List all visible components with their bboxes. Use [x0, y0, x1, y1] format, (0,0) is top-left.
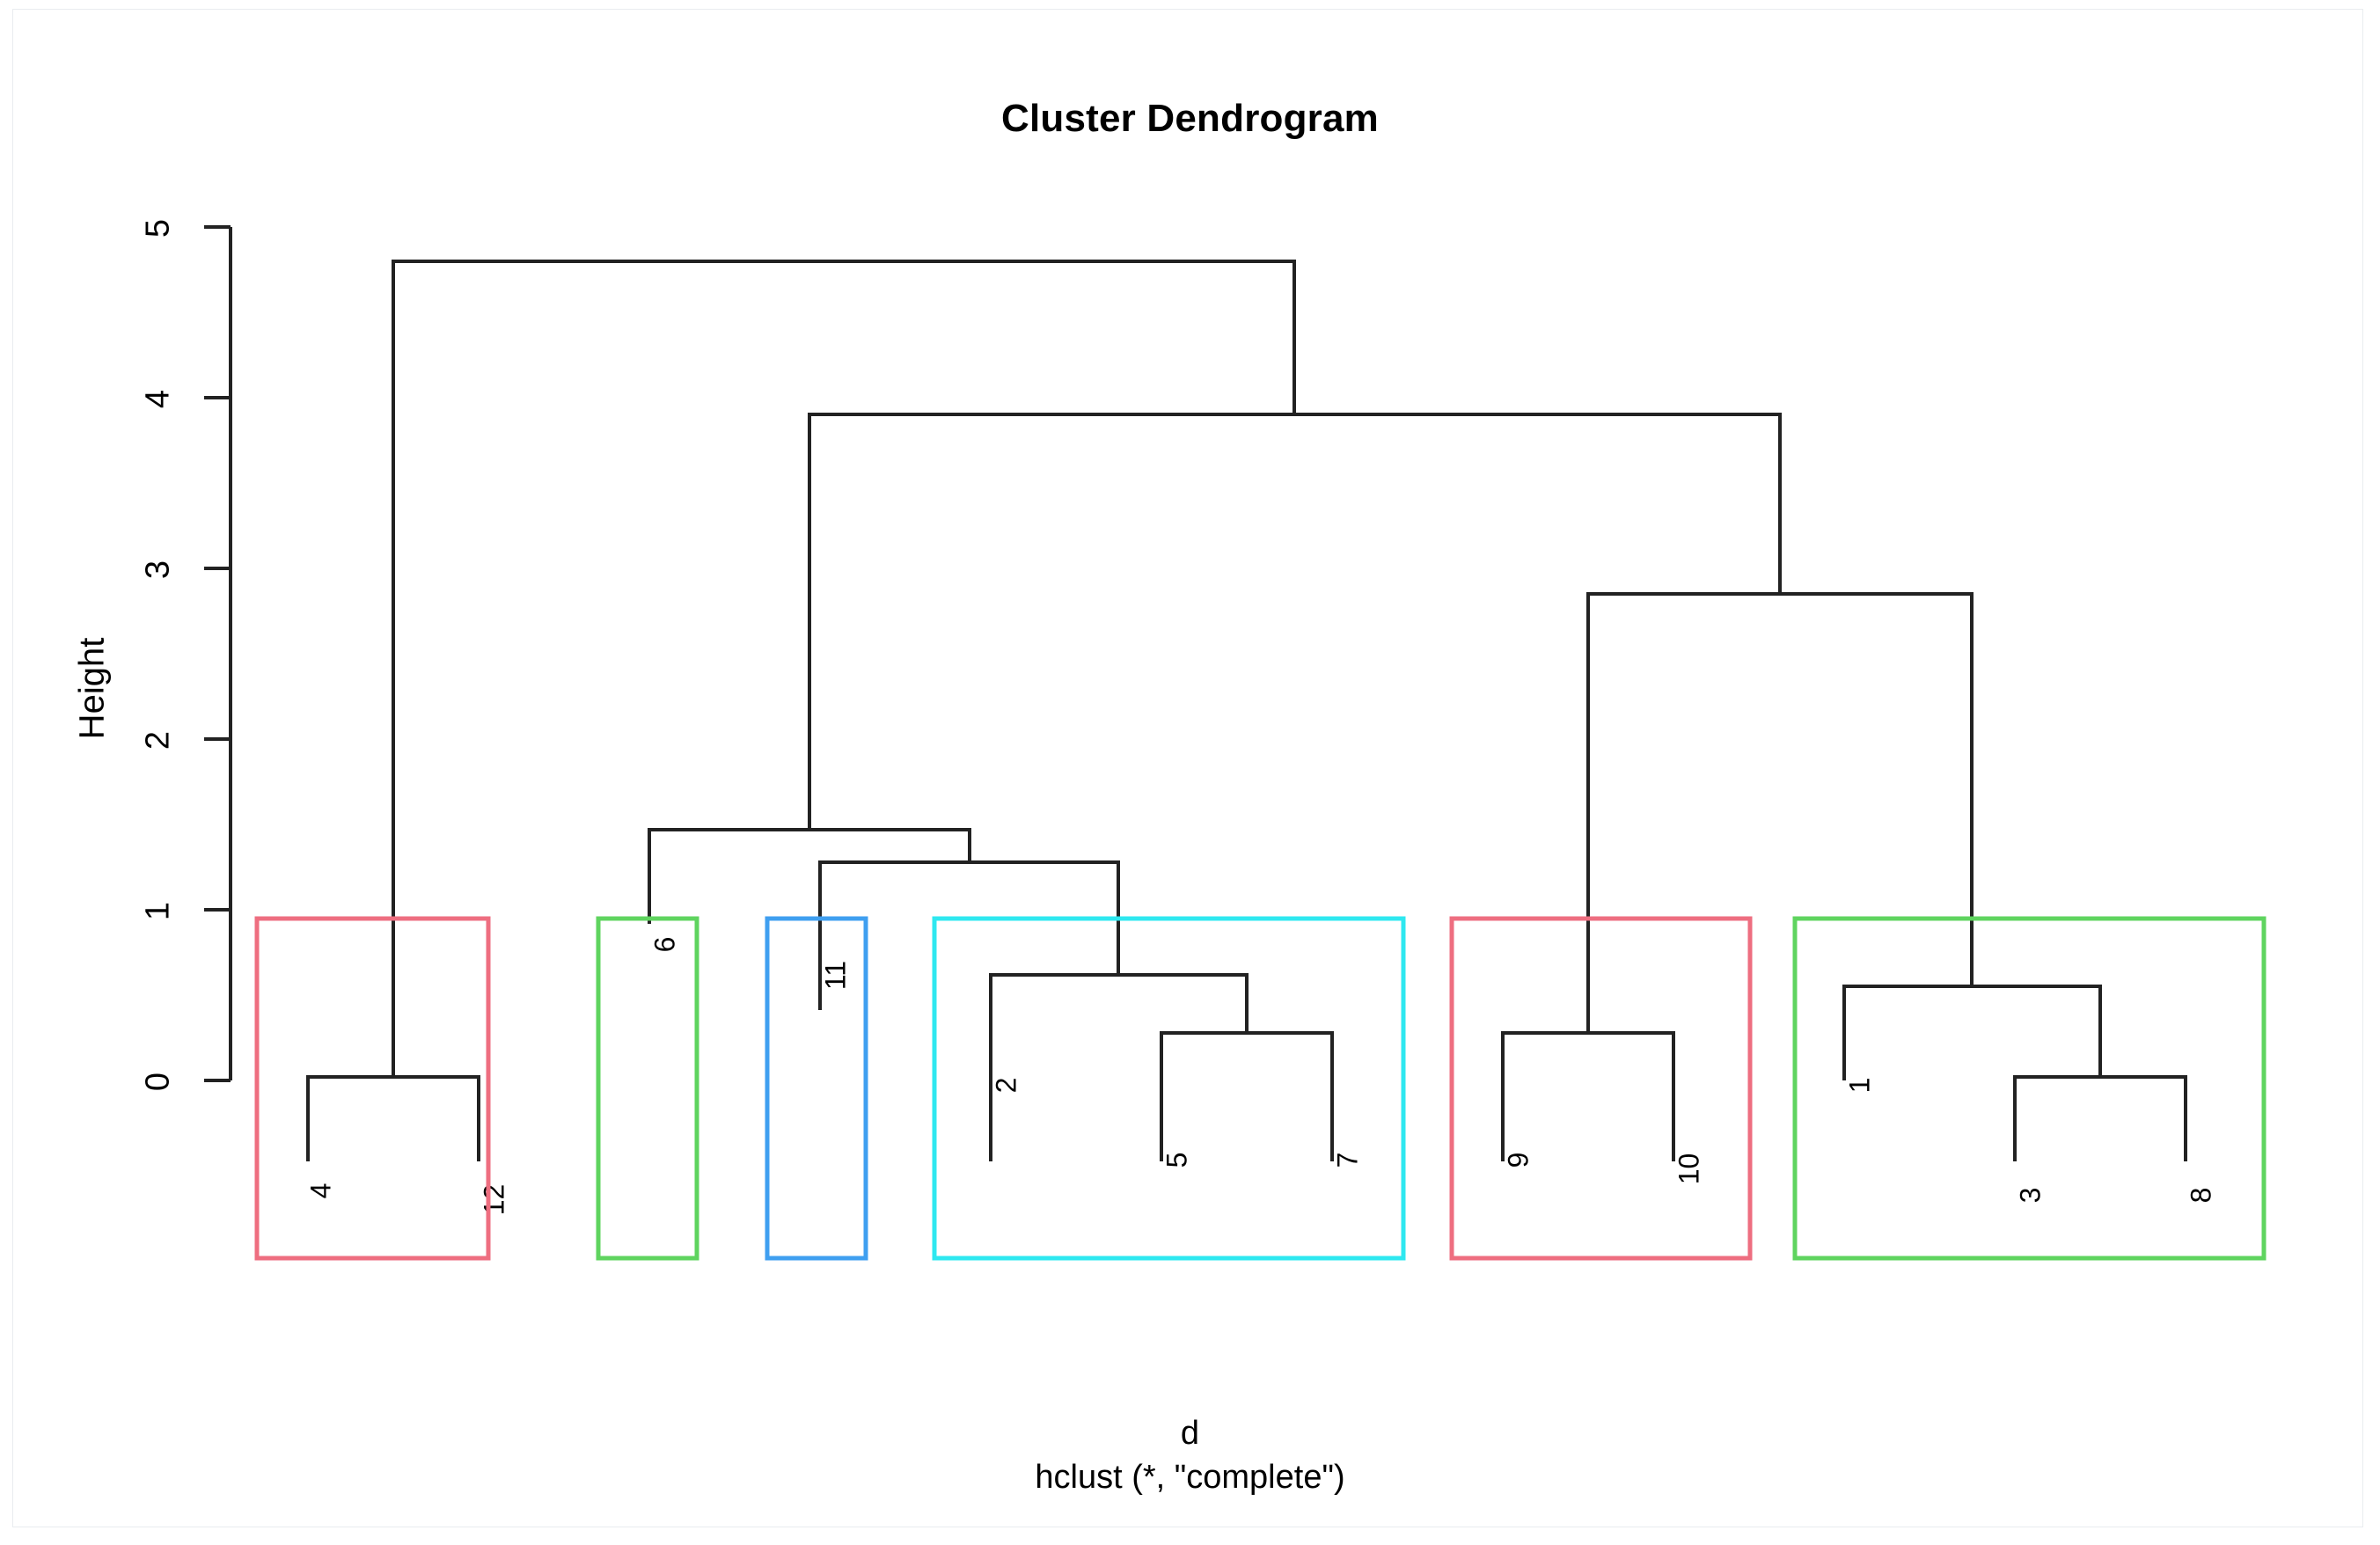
cut-rectangles: [254, 916, 2266, 1261]
page-title: Cluster Dendrogram: [1000, 97, 1379, 140]
link-5-7: [1160, 1031, 1334, 1161]
link-9-10: [1501, 1031, 1675, 1161]
cluster-rect-5[interactable]: [1449, 916, 1753, 1261]
link-910-138: [1586, 592, 1974, 1033]
dendrogram-links: [306, 260, 2187, 1161]
x-axis-subtitle: hclust (*, "complete"): [1035, 1459, 1345, 1496]
link-3-8: [2013, 1075, 2187, 1161]
y-axis: [204, 225, 232, 1082]
link-4-12: [306, 1075, 480, 1161]
link-mid-right: [808, 413, 1782, 830]
link-1-38: [1842, 985, 2102, 1080]
link-2-57: [989, 973, 1249, 1161]
cluster-rect-6[interactable]: [1792, 916, 2266, 1261]
cluster-rect-1[interactable]: [254, 916, 491, 1261]
link-6-cluster: [648, 828, 971, 924]
link-root: [392, 260, 1296, 1077]
cluster-rect-3[interactable]: [765, 916, 868, 1261]
cluster-rect-4[interactable]: [932, 916, 1406, 1261]
x-axis-label: d: [1180, 1415, 1200, 1452]
cluster-rect-2[interactable]: [596, 916, 699, 1261]
